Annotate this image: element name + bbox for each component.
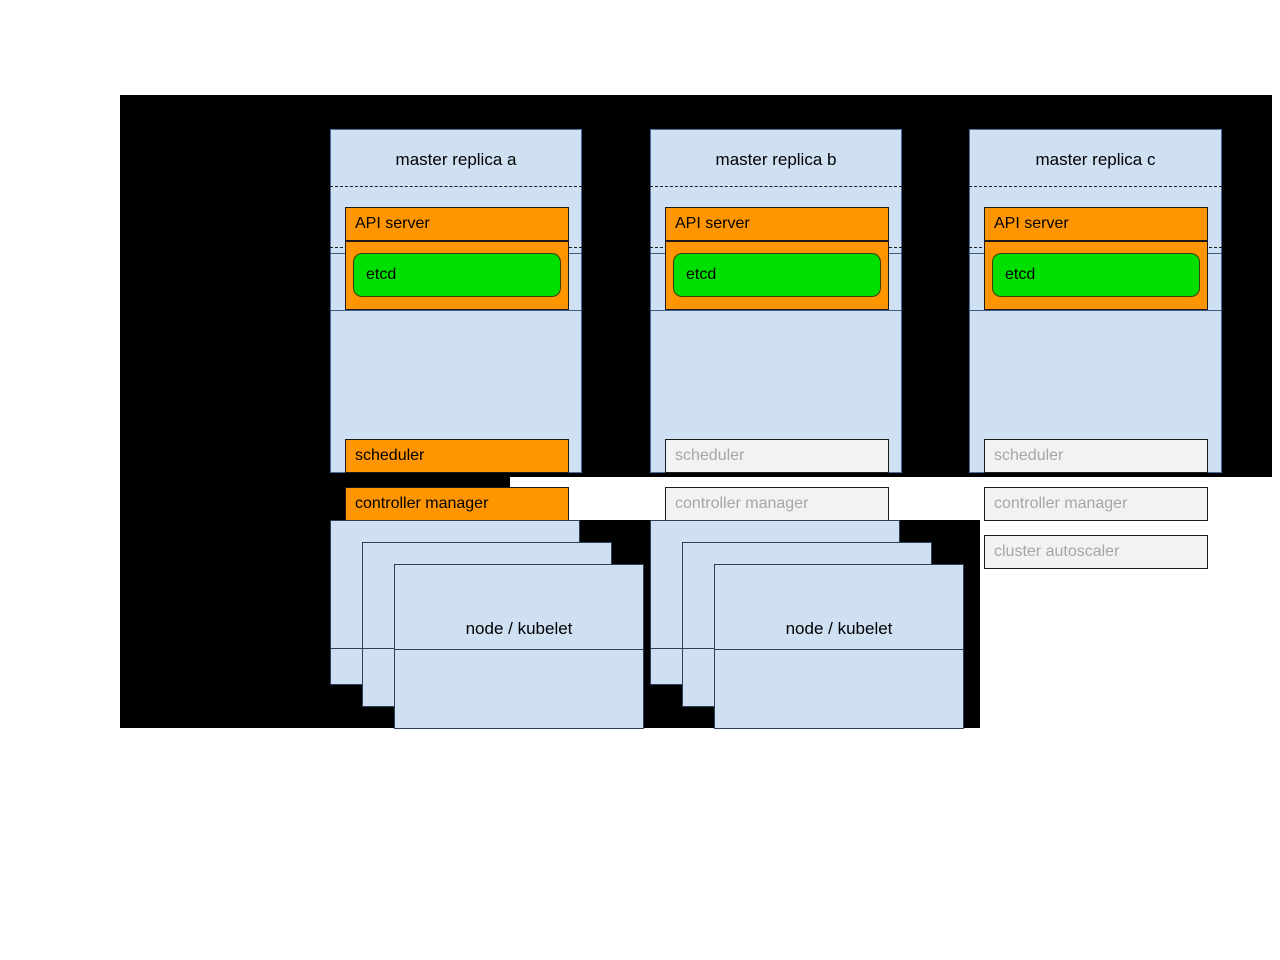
replica-c-separator-top	[969, 186, 1222, 187]
node-stack-2-label: node / kubelet	[785, 619, 893, 638]
node-stack-2-card-front[interactable]: node / kubelet	[714, 564, 964, 729]
master-replica-c-title: master replica c	[1035, 150, 1156, 169]
replica-a-scheduler-label: scheduler	[355, 447, 425, 464]
replica-b-controller-manager-box[interactable]: controller manager	[665, 487, 889, 521]
replica-c-controller-manager-label: controller manager	[994, 495, 1128, 512]
replica-a-api-server-box[interactable]: API server	[345, 207, 569, 241]
replica-b-controller-manager-label: controller manager	[675, 495, 809, 512]
master-replica-b-panel[interactable]: master replica b API server etcd schedul…	[650, 129, 902, 569]
replica-b-api-server-label: API server	[675, 215, 750, 232]
replica-b-api-server-box[interactable]: API server	[665, 207, 889, 241]
replica-a-separator-top	[330, 186, 582, 187]
master-replica-b-title: master replica b	[715, 150, 837, 169]
replica-a-controller-manager-box[interactable]: controller manager	[345, 487, 569, 521]
replica-a-rule-lower	[330, 310, 582, 311]
master-replica-a-panel[interactable]: master replica a API server etcd schedul…	[330, 129, 582, 569]
replica-c-scheduler-box[interactable]: scheduler	[984, 439, 1208, 473]
replica-c-api-server-box[interactable]: API server	[984, 207, 1208, 241]
node-stack-1-divider	[394, 649, 644, 650]
replica-b-scheduler-box[interactable]: scheduler	[665, 439, 889, 473]
node-stack-1-label: node / kubelet	[465, 619, 573, 638]
replica-c-etcd-box[interactable]: etcd	[992, 253, 1200, 297]
replica-b-etcd-label: etcd	[686, 266, 717, 283]
node-stack-2-divider	[714, 649, 964, 650]
master-replica-c-panel[interactable]: master replica c API server etcd schedul…	[969, 129, 1222, 569]
replica-c-rule-lower	[969, 310, 1222, 311]
replica-b-rule-lower	[650, 310, 902, 311]
replica-c-etcd-label: etcd	[1005, 266, 1036, 283]
replica-c-cluster-autoscaler-box[interactable]: cluster autoscaler	[984, 535, 1208, 569]
replica-b-etcd-box[interactable]: etcd	[673, 253, 881, 297]
replica-a-etcd-box[interactable]: etcd	[353, 253, 561, 297]
node-stack-1-card-front[interactable]: node / kubelet	[394, 564, 644, 729]
replica-a-api-server-label: API server	[355, 215, 430, 232]
master-replica-a-title: master replica a	[395, 150, 517, 169]
replica-c-scheduler-label: scheduler	[994, 447, 1064, 464]
replica-a-controller-manager-label: controller manager	[355, 495, 489, 512]
replica-c-api-server-label: API server	[994, 215, 1069, 232]
replica-c-controller-manager-box[interactable]: controller manager	[984, 487, 1208, 521]
replica-a-etcd-label: etcd	[366, 266, 397, 283]
replica-a-scheduler-box[interactable]: scheduler	[345, 439, 569, 473]
replica-b-scheduler-label: scheduler	[675, 447, 745, 464]
replica-b-separator-top	[650, 186, 902, 187]
replica-c-cluster-autoscaler-label: cluster autoscaler	[994, 543, 1120, 560]
